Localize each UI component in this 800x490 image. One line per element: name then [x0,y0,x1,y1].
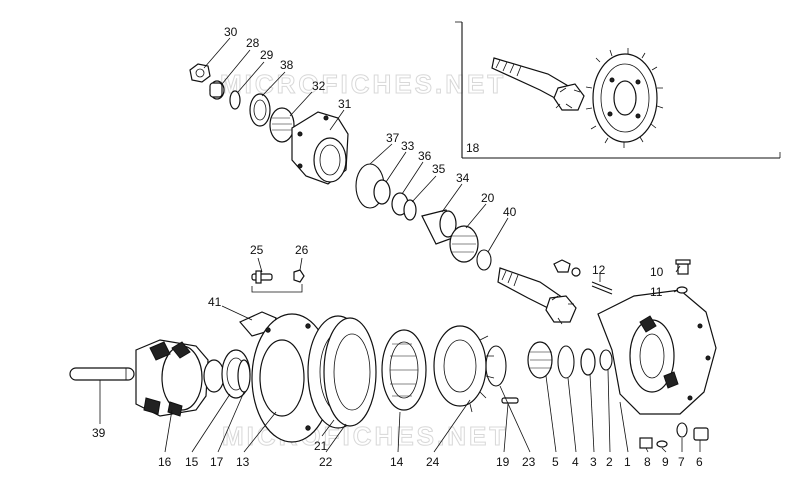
part-7-washer [676,422,688,438]
callout-13: 13 [236,455,250,469]
part-10-breather [675,259,691,275]
callout-20: 20 [481,191,495,205]
inset-crown-gear [585,48,664,148]
callout-1: 1 [624,455,631,469]
part-4-ring [557,345,575,379]
part-20-bearing [449,225,479,263]
inset-box-18: 18 [455,21,781,159]
callout-5: 5 [552,455,559,469]
callout-34: 34 [456,171,470,185]
callout-39: 39 [92,426,106,440]
callout-2: 2 [606,455,613,469]
callout-22: 22 [319,455,333,469]
callout-14: 14 [390,455,404,469]
part-pinion-shaft [497,267,577,325]
callout-12: 12 [592,263,606,277]
part-1-housing [597,289,717,415]
part-8-plug [639,437,653,449]
callout-26: 26 [295,243,309,257]
callout-35: 35 [432,162,446,176]
part-11-washer [676,286,688,294]
part-29-ring [229,90,241,110]
part-17-ring [237,359,251,393]
part-3-shim [580,348,596,376]
callout-36: 36 [418,149,432,163]
callout-4: 4 [572,455,579,469]
part-6-plug [693,427,709,441]
leader-lines [99,37,701,453]
inset-pinion-shaft [491,57,585,111]
callout-40: 40 [503,205,517,219]
callout-15: 15 [185,455,199,469]
callout-3: 3 [590,455,597,469]
callout-17: 17 [210,455,224,469]
part-31-pinion-housing [291,111,349,185]
part-16-spider-gear [135,339,225,417]
callout-19: 19 [496,455,510,469]
callout-11: 11 [650,285,663,299]
part-14-bearing [381,329,427,411]
callout-16: 16 [158,455,172,469]
callout-28: 28 [246,36,260,50]
callout-6: 6 [696,455,703,469]
watermark-top: MICROFICHES.NET [220,69,506,99]
part-5-bearing [527,341,553,379]
part-26-nut [293,269,305,283]
part-9-washer [656,440,668,448]
part-30-nut [189,63,211,83]
callout-38: 38 [280,58,294,72]
callout-30: 30 [224,25,238,39]
callout-37: 37 [386,131,400,145]
part-12-pin [591,281,613,295]
callout-29: 29 [260,48,274,62]
callout-7: 7 [678,455,685,469]
bracket-25-26 [251,284,303,293]
callout-25: 25 [250,243,264,257]
part-35-washer [403,199,417,221]
part-23-ring [485,345,507,387]
part-39-shaft [69,367,135,381]
part-24-crown-wheel [433,325,495,413]
part-40-ring [476,249,492,271]
callout-41: 41 [208,295,222,309]
callout-24: 24 [426,455,440,469]
part-19-screw [501,397,519,404]
part-small-nuts [553,259,581,277]
part-38-bearing [249,93,271,127]
part-22-gasket [323,317,377,427]
callout-33: 33 [401,139,415,153]
part-32-taper-bearing [269,107,295,143]
part-2-seal [599,349,613,371]
callout-32: 32 [312,79,326,93]
inset-label-18: 18 [466,141,480,155]
callout-31: 31 [338,97,352,111]
part-25-bolt [251,270,273,284]
callout-9: 9 [662,455,669,469]
callout-8: 8 [644,455,651,469]
callout-21: 21 [314,439,328,453]
callout-10: 10 [650,265,664,279]
part-28-spacer [209,80,225,100]
callout-23: 23 [522,455,536,469]
part-33-ring [373,179,391,205]
